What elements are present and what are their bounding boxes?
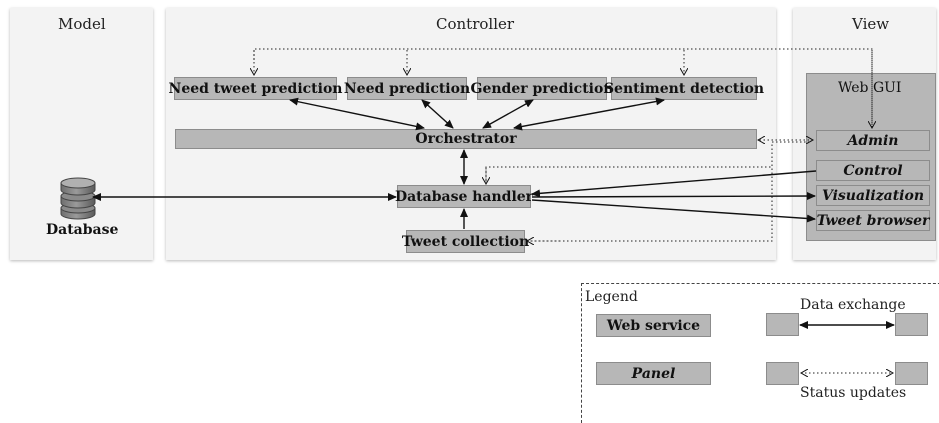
visualization-panel: Visualization xyxy=(816,185,930,206)
control-panel: Control xyxy=(816,160,930,181)
database-label: Database xyxy=(46,222,119,238)
status-bus-top xyxy=(253,48,873,125)
legend-node-left-top xyxy=(766,313,799,336)
view-panel-title: View xyxy=(852,15,890,33)
link-orch-gender xyxy=(482,99,534,129)
link-handler-visualization xyxy=(531,192,816,201)
status-collection-admin xyxy=(527,145,773,242)
link-orch-sentiment xyxy=(513,97,665,131)
link-control-handler xyxy=(531,170,817,198)
link-handler-browser xyxy=(531,199,816,223)
tweet-browser-panel: Tweet browser xyxy=(816,210,930,231)
connector-layer xyxy=(92,48,895,409)
legend-frame xyxy=(581,283,939,423)
legend-data-exchange-label: Data exchange xyxy=(800,297,906,313)
legend-panel-box: Panel xyxy=(596,362,711,385)
controller-panel-title: Controller xyxy=(436,15,515,33)
database-handler-service: Database handler xyxy=(395,185,533,208)
orchestrator-service: Orchestrator xyxy=(175,129,757,149)
legend-web-service-box: Web service xyxy=(596,314,711,337)
model-panel-title: Model xyxy=(58,15,106,33)
legend-node-right-top xyxy=(895,313,928,336)
web-gui-title: Web GUI xyxy=(838,80,902,96)
legend-node-right-bottom xyxy=(895,362,928,385)
admin-panel: Admin xyxy=(816,130,930,151)
legend-title: Legend xyxy=(585,289,638,305)
status-handler-admin xyxy=(485,141,812,184)
need-tweet-prediction-service: Need tweet prediction xyxy=(169,77,342,100)
legend-node-left-bottom xyxy=(766,362,799,385)
link-orch-needtweet xyxy=(289,97,425,131)
link-orch-needpred xyxy=(421,99,454,129)
legend-status-updates-label: Status updates xyxy=(800,385,907,401)
tweet-collection-service: Tweet collection xyxy=(402,230,529,253)
sentiment-detection-service: Sentiment detection xyxy=(604,77,764,100)
database-icon xyxy=(58,176,98,220)
